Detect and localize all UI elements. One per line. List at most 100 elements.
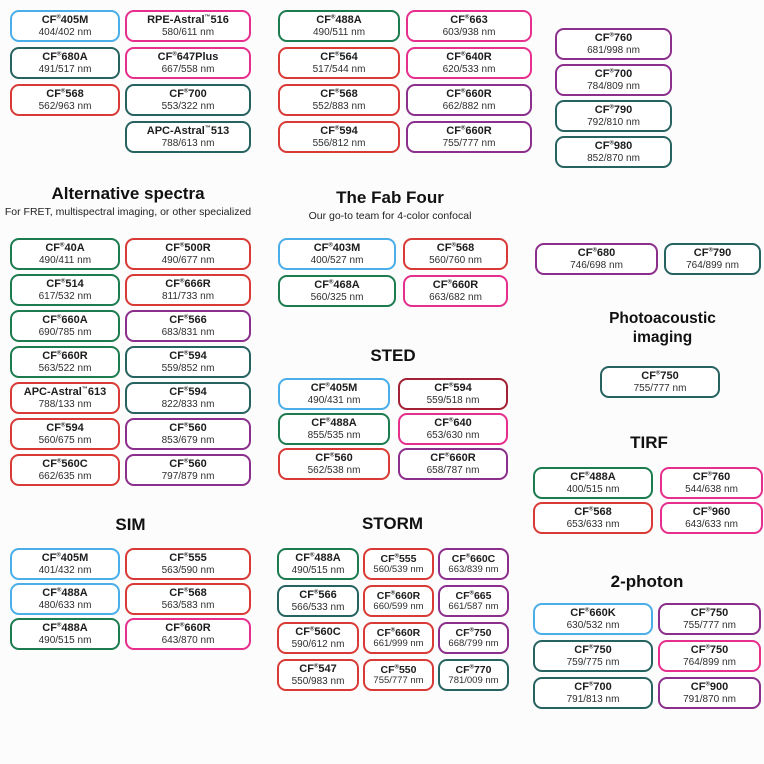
dye-ex-em: 852/870 nm bbox=[587, 152, 640, 164]
dye-name: CF®660A bbox=[42, 313, 88, 326]
dye-name: CF®403M bbox=[313, 241, 361, 254]
dye-ex-em: 643/870 nm bbox=[161, 634, 215, 646]
dye-ex-em: 490/431 nm bbox=[307, 394, 361, 406]
section-subtitle-fab-four: Our go-to team for 4-color confocal bbox=[308, 210, 472, 222]
dye-name: CF®568 bbox=[574, 505, 612, 518]
dye-name: CF®660R bbox=[42, 349, 88, 362]
dye-ex-em: 490/515 nm bbox=[291, 564, 345, 576]
dye-name: CF®660R bbox=[432, 278, 479, 291]
section-title-sted: STED bbox=[370, 346, 416, 365]
dye-ex-em: 490/411 nm bbox=[38, 254, 92, 266]
dye-ex-em: 404/402 nm bbox=[38, 26, 92, 38]
dye-name: CF®405M bbox=[41, 13, 89, 26]
dye-name: CF®640R bbox=[446, 50, 492, 63]
dye-name: APC-Astral™613 bbox=[23, 385, 107, 398]
dye-ex-em: 822/833 nm bbox=[161, 398, 215, 410]
dye-ex-em: 662/635 nm bbox=[38, 470, 92, 482]
dye-ex-em: 550/983 nm bbox=[291, 675, 345, 687]
dye-ex-em: 658/787 nm bbox=[426, 464, 480, 476]
dye-name: CF®790 bbox=[693, 246, 732, 259]
dye-ex-em: 490/677 nm bbox=[161, 254, 215, 266]
dye-name: CF®594 bbox=[320, 124, 358, 137]
dye-name: CF®660R bbox=[376, 589, 421, 602]
dye-name: CF®566 bbox=[299, 588, 337, 601]
dye-ex-em: 662/882 nm bbox=[442, 100, 496, 112]
dye-name: CF®488A bbox=[42, 621, 88, 634]
dye-ex-em: 759/775 nm bbox=[566, 656, 620, 668]
dye-ex-em: 553/322 nm bbox=[161, 100, 215, 112]
dye-name: CF®547 bbox=[299, 662, 337, 675]
dye-ex-em: 755/777 nm bbox=[373, 674, 424, 686]
dye-ex-em: 755/777 nm bbox=[633, 382, 687, 394]
dye-ex-em: 683/831 nm bbox=[161, 326, 215, 338]
dye-name: CF®660R bbox=[446, 87, 492, 100]
dye-name: CF®660R bbox=[376, 626, 421, 639]
dye-name: CF®500R bbox=[165, 241, 211, 254]
dye-name: CF®560C bbox=[295, 625, 341, 638]
dye-ex-em: 811/733 nm bbox=[161, 290, 215, 302]
dye-ex-em: 746/698 nm bbox=[570, 259, 623, 271]
dye-ex-em: 681/998 nm bbox=[587, 44, 640, 56]
dye-ex-em: 560/539 nm bbox=[373, 563, 424, 575]
dye-ex-em: 400/515 nm bbox=[566, 483, 620, 495]
dye-name: CF®560 bbox=[315, 451, 353, 464]
dye-name: CF®568 bbox=[46, 87, 84, 100]
dye-ex-em: 617/532 nm bbox=[38, 290, 92, 302]
dye-ex-em: 784/809 nm bbox=[587, 80, 640, 92]
section-title-tirf: TIRF bbox=[630, 433, 668, 452]
dye-ex-em: 562/538 nm bbox=[307, 464, 361, 476]
dye-ex-em: 401/432 nm bbox=[38, 564, 92, 576]
dye-name: CF®700 bbox=[594, 67, 633, 80]
dye-ex-em: 603/938 nm bbox=[442, 26, 496, 38]
dye-name: CF®594 bbox=[434, 381, 472, 394]
dye-name: CF®700 bbox=[574, 680, 612, 693]
dye-name: CF®568 bbox=[436, 241, 475, 254]
dye-ex-em: 855/535 nm bbox=[307, 429, 361, 441]
dye-ex-em: 660/599 nm bbox=[373, 600, 424, 612]
dye-name: CF®640 bbox=[434, 416, 472, 429]
dye-name: CF®568 bbox=[169, 586, 207, 599]
dye-ex-em: 653/630 nm bbox=[426, 429, 480, 441]
dye-name: CF®660C bbox=[451, 552, 496, 565]
dye-name: CF®488A bbox=[316, 13, 362, 26]
dye-name: CF®660K bbox=[570, 606, 616, 619]
dye-ex-em: 788/133 nm bbox=[38, 398, 92, 410]
dye-name: CF®960 bbox=[692, 505, 731, 518]
dye-name: CF®660R bbox=[430, 451, 476, 464]
dye-ex-em: 797/879 nm bbox=[161, 470, 215, 482]
dye-ex-em: 630/532 nm bbox=[566, 619, 620, 631]
